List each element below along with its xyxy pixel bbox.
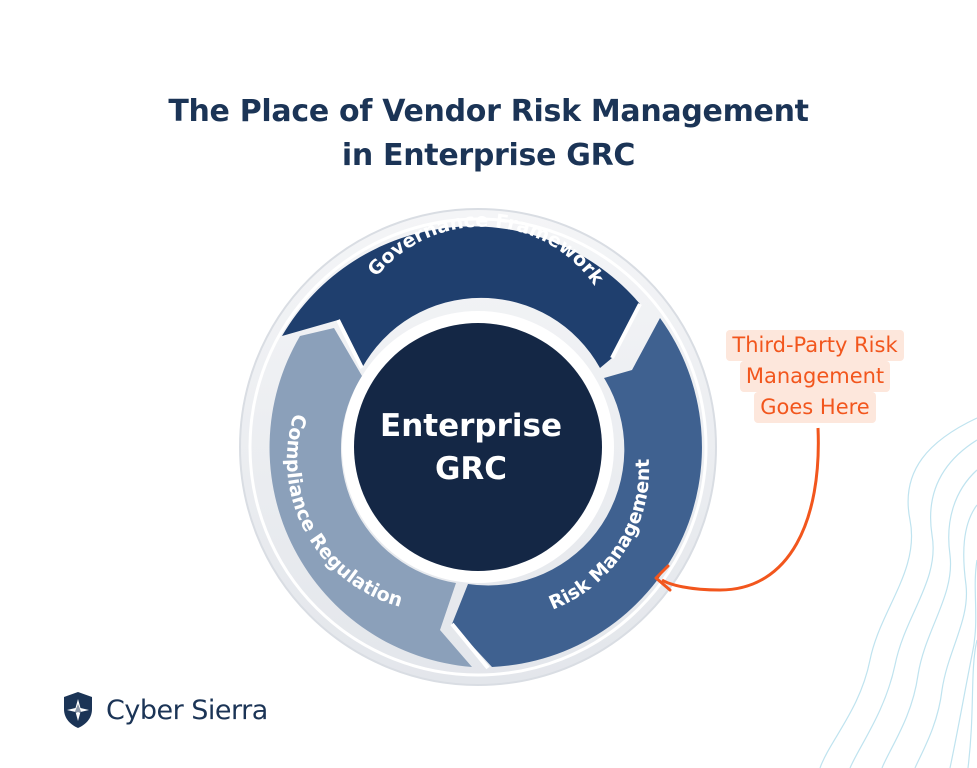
segment-compliance-regulation [269, 328, 472, 667]
callout-arrow [661, 427, 820, 592]
segment-governance-framework [282, 226, 640, 368]
third-party-callout: Third-Party Risk Management Goes Here [710, 330, 920, 423]
logo-text: Cyber Sierra [106, 694, 268, 726]
center-label-line-2: GRC [435, 451, 507, 487]
callout-arrowhead [654, 564, 672, 592]
callout-line-2: Management [739, 361, 891, 392]
page-title: The Place of Vendor Risk Management in E… [0, 90, 977, 178]
cyber-sierra-logo: Cyber Sierra [62, 688, 268, 732]
callout-line-1: Third-Party Risk [726, 330, 904, 361]
center-circle [354, 323, 602, 571]
segment-risk-management [452, 318, 702, 667]
decorative-wave-lines [819, 417, 977, 768]
title-line-2: in Enterprise GRC [341, 138, 636, 173]
center-label-line-1: Enterprise [380, 408, 562, 444]
callout-line-3: Goes Here [754, 392, 876, 423]
shield-compass-icon [64, 692, 92, 728]
title-line-1: The Place of Vendor Risk Management [168, 94, 809, 129]
